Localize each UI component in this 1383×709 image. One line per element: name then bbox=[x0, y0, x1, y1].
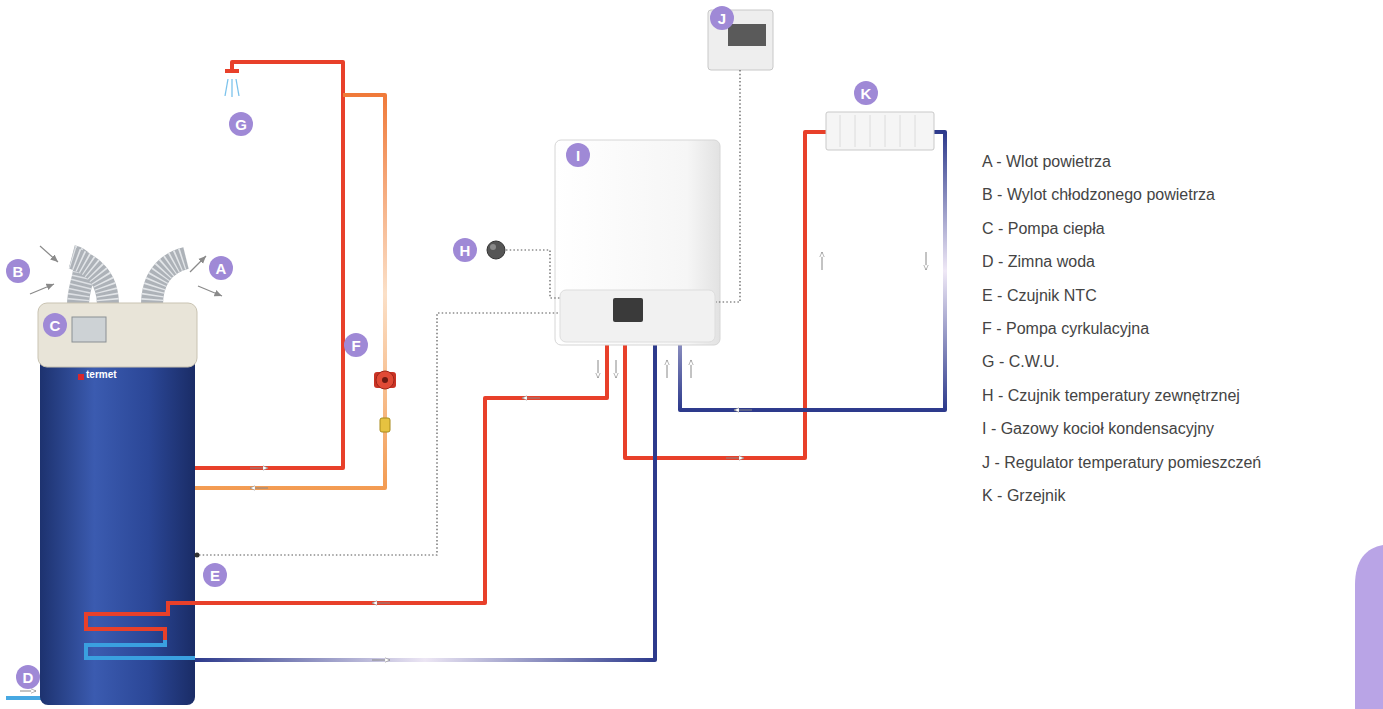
callout-circle: F bbox=[344, 333, 368, 357]
heat-pump-tank bbox=[38, 256, 200, 705]
legend-line: H - Czujnik temperatury zewnętrznej bbox=[982, 386, 1240, 405]
radiator bbox=[826, 112, 934, 150]
callout-circle: B bbox=[6, 259, 30, 283]
callout-letter: A bbox=[216, 261, 227, 276]
legend-line: K - Grzejnik bbox=[982, 486, 1066, 505]
outdoor-sensor bbox=[487, 241, 505, 259]
callout-letter: B bbox=[13, 264, 24, 279]
callout-circle: H bbox=[453, 238, 477, 262]
callout-circle: K bbox=[854, 81, 878, 105]
legend-line: A - Wlot powietrza bbox=[982, 152, 1111, 171]
legend-line: E - Czujnik NTC bbox=[982, 286, 1097, 305]
air-arrows bbox=[30, 246, 222, 296]
callout-circle: C bbox=[43, 313, 67, 337]
legend-line: J - Regulator temperatury pomieszczeń bbox=[982, 453, 1261, 472]
callout-letter: G bbox=[235, 117, 247, 132]
legend-line: F - Pompa cyrkulacyjna bbox=[982, 319, 1149, 338]
callout-letter: J bbox=[718, 11, 726, 26]
shower-head bbox=[225, 69, 239, 97]
corner-band bbox=[1355, 545, 1383, 709]
callout-letter: D bbox=[23, 670, 34, 685]
legend-line: D - Zimna woda bbox=[982, 252, 1095, 271]
flow-arrows bbox=[20, 252, 926, 691]
logo-text: termet bbox=[86, 369, 117, 381]
callout-circle: E bbox=[203, 563, 227, 587]
circulation-pump bbox=[374, 371, 396, 432]
callout-letter: I bbox=[576, 148, 580, 163]
callout-letter: C bbox=[50, 318, 61, 333]
callout-letter: F bbox=[351, 338, 360, 353]
legend-line: B - Wylot chłodzonego powietrza bbox=[982, 185, 1215, 204]
callout-letter: H bbox=[460, 243, 471, 258]
callout-circle: G bbox=[229, 112, 253, 136]
gas-boiler bbox=[555, 140, 720, 345]
callout-circle: D bbox=[16, 665, 40, 689]
callout-letter: K bbox=[861, 86, 872, 101]
callout-circle: A bbox=[209, 256, 233, 280]
legend-line: C - Pompa ciepła bbox=[982, 219, 1105, 238]
legend-line: G - C.W.U. bbox=[982, 352, 1059, 371]
callout-letter: E bbox=[210, 568, 220, 583]
callout-circle: J bbox=[710, 6, 734, 30]
sensor-wires bbox=[199, 70, 740, 555]
legend-line: I - Gazowy kocioł kondensacyjny bbox=[982, 419, 1214, 438]
callout-circle: I bbox=[566, 143, 590, 167]
